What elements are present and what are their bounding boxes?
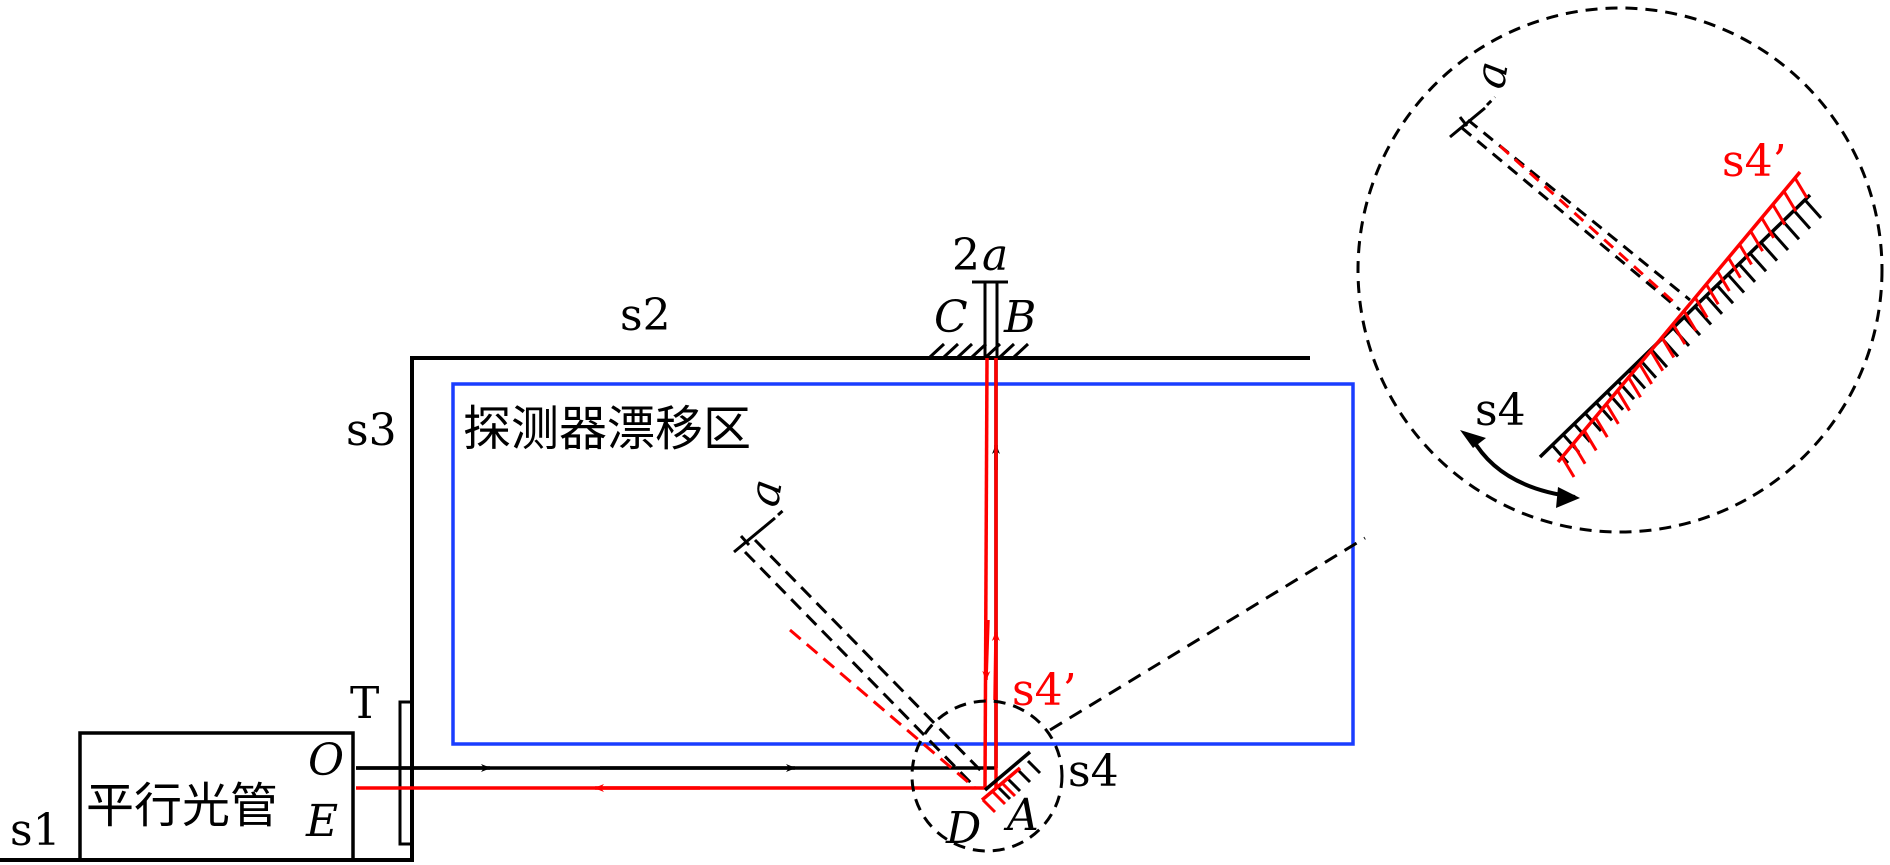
mirror-hatch-tick [1737, 262, 1757, 283]
rotation-arrow-head-left [1460, 430, 1486, 448]
label-2a-number: 2 [952, 230, 980, 281]
label-s3: s3 [346, 405, 397, 456]
zoom-source-circle [910, 699, 1064, 853]
mirror-hatch-tick [1716, 270, 1731, 292]
mirror-hatch-tick [1693, 296, 1709, 319]
zoom-leader [1049, 536, 1366, 732]
label-a-main: a [738, 475, 793, 510]
mirror-hatch-tick [1582, 429, 1598, 452]
label-s4-prime: s4’ [1012, 665, 1077, 716]
label-collimator: 平行光管 [86, 778, 278, 834]
mirror-hatch-tick [1605, 403, 1620, 425]
mirror-hatch-tick [1781, 220, 1801, 241]
mirror-hatch-tick [1793, 177, 1809, 199]
mirror-cb-hatch [928, 342, 1030, 359]
label-A: A [1003, 790, 1039, 841]
label-T: T [350, 678, 379, 729]
label-2a-variable: a [982, 230, 1008, 281]
mirror-hatch-tick [1671, 323, 1687, 345]
label-C: C [934, 292, 968, 343]
mirror-hatch-tick [1649, 349, 1665, 372]
mirror-s4prime-zoom [1556, 170, 1809, 478]
label-s2: s2 [620, 290, 671, 341]
mirror-hatch-tick [1605, 390, 1625, 411]
label-s1: s1 [10, 805, 61, 856]
zoom-circle [1356, 6, 1884, 534]
window-T [398, 700, 414, 846]
mirror-hatch-tick [1660, 336, 1676, 359]
label-s4-prime-zoom: s4’ [1722, 136, 1787, 187]
mirror-hatch-tick [1792, 209, 1812, 230]
mirror-hatch-tick [1593, 416, 1609, 438]
mirror-hatch-tick [1571, 442, 1587, 465]
rotation-arrow-head-right [1556, 487, 1580, 508]
mirror-hatch-tick [1738, 243, 1753, 266]
mirror-hatch-tick [1682, 310, 1698, 332]
mirror-hatch-tick [1748, 252, 1768, 273]
mirror-hatch-tick [1782, 190, 1798, 213]
mirror-hatch-tick [1770, 230, 1790, 251]
mirror-hatch-tick [1759, 241, 1779, 262]
mirror-hatch-tick [1693, 305, 1713, 326]
frame-s3-s2 [410, 356, 1310, 862]
mirror-hatch-tick [1627, 376, 1642, 399]
mirror-hatch-tick [1726, 273, 1746, 294]
mirror-s4-main [980, 750, 1042, 814]
label-B: B [1003, 292, 1036, 343]
label-s4-zoom: s4 [1475, 385, 1526, 436]
label-drift-region: 探测器漂移区 [463, 401, 751, 457]
collimator-box [78, 731, 355, 862]
mirror-hatch-tick [1649, 348, 1669, 369]
beam-return [356, 357, 1000, 792]
normal-lines-main [733, 506, 987, 790]
mirror-hatch-tick [1560, 456, 1576, 478]
label-O: O [308, 735, 344, 786]
mirror-hatch-tick [1616, 380, 1636, 401]
label-s4: s4 [1068, 746, 1119, 797]
mirror-hatch-tick [1594, 401, 1614, 422]
normal-lines-zoom [1449, 95, 1691, 312]
mirror-hatch-tick [1638, 363, 1653, 385]
label-a-zoom: a [1464, 57, 1519, 92]
mirror-hatch-tick [1803, 199, 1823, 219]
mirror-hatch-tick [1771, 203, 1787, 226]
mirror-hatch-tick [1704, 294, 1724, 315]
mirror-hatch-tick [1704, 283, 1720, 306]
mirror-hatch-tick [1727, 256, 1742, 279]
mirror-hatch-tick [1616, 389, 1631, 412]
mirror-s4-zoom [1538, 193, 1823, 464]
mirror-hatch-tick [1760, 217, 1776, 239]
mirror-hatch-tick [1749, 230, 1764, 252]
slit-2a [972, 280, 1008, 358]
mirror-hatch-tick [1715, 284, 1735, 305]
label-E: E [305, 796, 338, 847]
label-D: D [945, 803, 981, 854]
drift-region-box [451, 382, 1355, 746]
